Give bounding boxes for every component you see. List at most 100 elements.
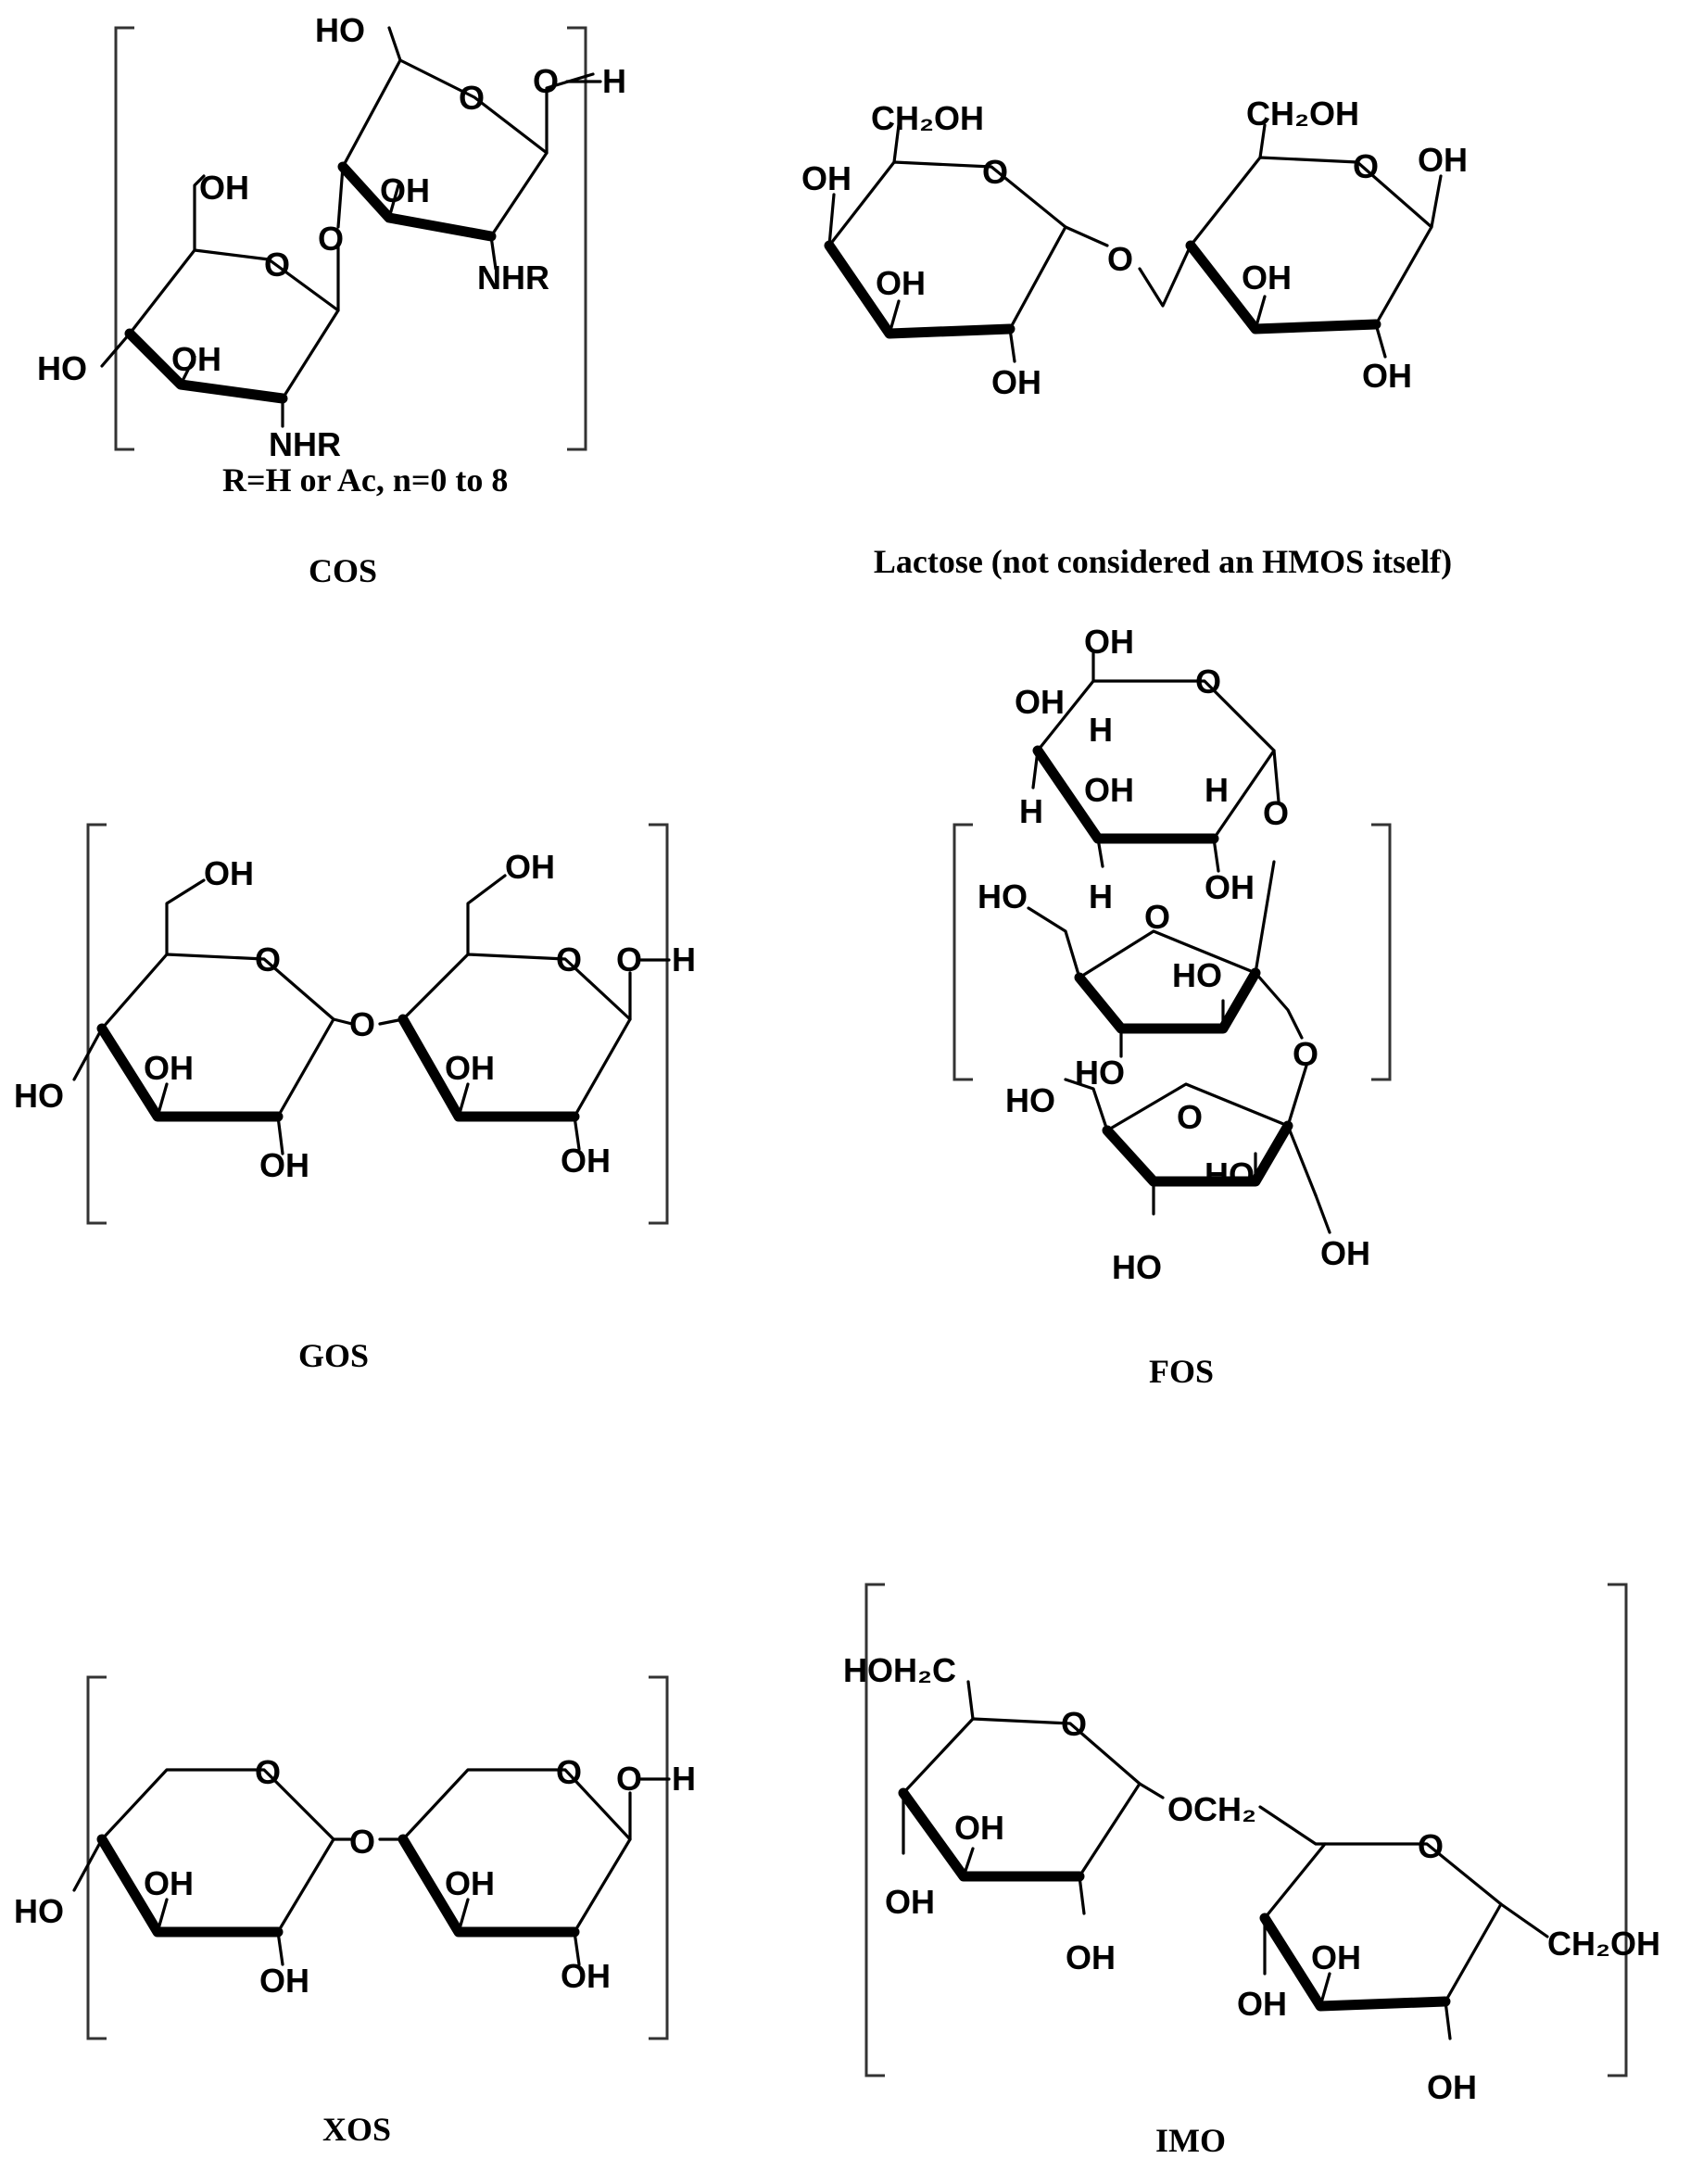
gos-structure: OH OH O O O O H HO OH OH OH OH GOS [14, 823, 696, 1374]
xos-bracket-right [649, 1675, 669, 2040]
cos-bracket-left [114, 26, 134, 451]
fos-label-ho-fructose2-bottom: HO [1112, 1248, 1162, 1286]
cos-label-ring-oxygen: O [459, 79, 485, 117]
lactose-label-ring2-oh-a: OH [1242, 259, 1292, 297]
lactose-label-ch2oh-1: CH₂OH [871, 99, 984, 137]
lactose-label-ring1-oh-a: OH [876, 264, 926, 302]
cos-label-link-oxygen: O [318, 220, 344, 258]
fos-label-fructose2-oxygen: O [1177, 1098, 1203, 1136]
cos-label-ring1-oxygen: O [264, 246, 290, 284]
fos-label-h-b: H [1019, 792, 1043, 830]
fos-label-oh-top: OH [1084, 623, 1134, 661]
gos-label-ring1-oh-b: OH [259, 1146, 309, 1184]
imo-label-och2: OCH₂ [1167, 1790, 1256, 1828]
imo-bracket-right [1608, 1583, 1628, 2077]
lactose-label-ring1-oxygen: O [982, 153, 1008, 191]
cos-structure: HO O O H OH O OH NHR O HO OH NHR R=H or … [37, 11, 626, 589]
fos-label-h-a: H [1089, 711, 1113, 749]
xos-bracket-left [86, 1675, 107, 2040]
fos-label-fructose1-oxygen: O [1144, 898, 1170, 936]
lactose-label-ch2oh-2: CH₂OH [1246, 95, 1359, 133]
imo-label-ring2-oh-c: OH [1427, 2068, 1477, 2106]
lactose-label-oh-right: OH [1418, 141, 1468, 179]
fos-label-oh-left: OH [1015, 683, 1065, 721]
cos-note: R=H or Ac, n=0 to 8 [222, 461, 508, 499]
lactose-caption: Lactose (not considered an HMOS itself) [874, 543, 1452, 580]
cos-label-ring1-nhr: NHR [269, 425, 341, 463]
lactose-structure: CH₂OH CH₂OH OH O O OH O OH OH OH OH Lact… [801, 95, 1468, 580]
fos-label-ring-oxygen-top: O [1195, 663, 1221, 701]
gos-caption: GOS [298, 1337, 369, 1374]
fos-label-oh-mid: OH [1084, 771, 1134, 809]
gos-label-ring1-oxygen: O [255, 941, 281, 978]
xos-label-end-h: H [672, 1760, 696, 1798]
gos-label-ch2oh-2: OH [505, 848, 555, 886]
xos-label-ring1-oh-b: OH [259, 1962, 309, 2000]
gos-label-ho-left: HO [14, 1077, 64, 1115]
fos-label-oh-fructose2-right: OH [1320, 1234, 1370, 1272]
gos-label-end-oxygen: O [616, 941, 642, 978]
xos-label-ho-left: HO [14, 1892, 64, 1930]
cos-bracket-right [567, 26, 587, 451]
gos-bracket-right [649, 823, 669, 1225]
xos-label-ring2-oh-b: OH [561, 1957, 611, 1995]
xos-label-ring2-oh-a: OH [445, 1864, 495, 1902]
fos-bracket-right [1371, 823, 1392, 1081]
lactose-label-ring2-oh-b: OH [1362, 357, 1412, 395]
lactose-label-ring2-oxygen: O [1353, 147, 1379, 185]
imo-structure: HOH₂C O OCH₂ O OH OH OH OH OH OH CH₂OH I… [843, 1583, 1660, 2159]
imo-bracket-left [864, 1583, 885, 2077]
xos-label-end-oxygen: O [616, 1760, 642, 1798]
xos-label-ring2-oxygen: O [556, 1753, 582, 1791]
gos-label-end-h: H [672, 941, 696, 978]
xos-label-link-oxygen: O [349, 1823, 375, 1861]
imo-caption: IMO [1155, 2122, 1226, 2159]
cos-label-ring2-oh: OH [380, 171, 430, 209]
cos-label-end-h: H [602, 62, 626, 100]
fos-label-link-oxygen-2: O [1293, 1035, 1318, 1073]
imo-label-ring1-oh-a: OH [954, 1809, 1004, 1847]
fos-label-ho-fructose1-bottom: HO [1075, 1054, 1125, 1092]
imo-label-ring2-oxygen: O [1418, 1827, 1444, 1865]
imo-label-ch2oh: CH₂OH [1547, 1925, 1660, 1963]
fos-label-oh-low: OH [1205, 868, 1255, 906]
cos-label-ho-ch2: HO [315, 11, 365, 49]
imo-label-ring2-oh-a: OH [1311, 1938, 1361, 1976]
fos-label-link-oxygen-1: O [1263, 794, 1289, 832]
gos-bracket-left [86, 823, 107, 1225]
fos-label-ho-fructose1: HO [978, 877, 1028, 915]
imo-label-ring1-oh-c: OH [1066, 1938, 1116, 1976]
cos-label-ho-left: HO [37, 349, 87, 387]
fos-label-ho-fructose1-ring: HO [1172, 956, 1222, 994]
fos-label-h-d: H [1089, 877, 1113, 915]
xos-label-ring1-oh-a: OH [144, 1864, 194, 1902]
cos-label-ch2oh: OH [199, 169, 249, 207]
fos-label-h-c: H [1205, 771, 1229, 809]
xos-label-ring1-oxygen: O [255, 1753, 281, 1791]
xos-caption: XOS [322, 2111, 391, 2148]
gos-label-ch2oh-1: OH [204, 854, 254, 892]
cos-label-ring2-nhr: NHR [477, 259, 549, 297]
gos-label-ring2-oxygen: O [556, 941, 582, 978]
imo-label-ring1-oh-b: OH [885, 1883, 935, 1921]
cos-caption: COS [309, 552, 377, 589]
fos-caption: FOS [1149, 1353, 1214, 1390]
gos-label-ring1-oh-a: OH [144, 1049, 194, 1087]
imo-label-hoh2c: HOH₂C [843, 1651, 956, 1689]
cos-label-ring1-oh: OH [171, 340, 221, 378]
lactose-label-ring1-oh-b: OH [991, 363, 1041, 401]
gos-label-ring2-oh-b: OH [561, 1142, 611, 1180]
imo-label-ring2-oh-b: OH [1237, 1985, 1287, 2023]
xos-structure: O O O O H HO OH OH OH OH XOS [14, 1675, 696, 2148]
fos-bracket-left [952, 823, 973, 1081]
lactose-label-oh-left: OH [801, 159, 852, 197]
fos-label-ho-fructose2: HO [1005, 1081, 1055, 1119]
cos-label-end-oxygen: O [533, 62, 559, 100]
gos-label-ring2-oh-a: OH [445, 1049, 495, 1087]
gos-label-link-oxygen: O [349, 1005, 375, 1043]
fos-structure: OH O OH H H OH H H O OH HO O HO HO O HO … [952, 623, 1392, 1390]
imo-label-ring1-oxygen: O [1061, 1705, 1087, 1743]
fos-label-ho-fructose2-ring: HO [1205, 1155, 1255, 1193]
lactose-label-link-oxygen: O [1107, 240, 1133, 278]
